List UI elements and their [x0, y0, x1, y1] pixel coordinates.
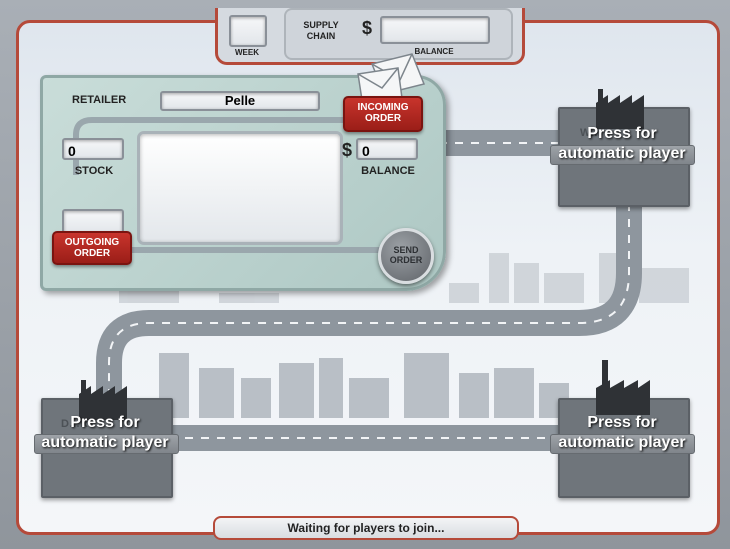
chain-balance-label: BALANCE — [414, 47, 454, 56]
player-name-field: Pelle — [160, 91, 320, 111]
week-field — [229, 15, 267, 47]
supply-chain-label: SUPPLY CHAIN — [303, 20, 339, 41]
outgoing-order-label: OUTGOING ORDER — [52, 231, 132, 265]
balance-field: 0 — [356, 138, 418, 160]
balance-currency-symbol: $ — [342, 140, 353, 160]
automatic-player-button[interactable]: Press for automatic player — [558, 414, 686, 451]
skyline-front — [159, 353, 569, 418]
node-bar — [550, 145, 695, 165]
mail-envelope-icon — [357, 53, 426, 101]
currency-symbol: $ — [362, 18, 373, 38]
node-bar — [550, 434, 695, 454]
week-label: WEEK — [235, 48, 259, 57]
balance-label: BALANCE — [361, 165, 415, 177]
factory-icon — [596, 89, 644, 129]
role-label: RETAILER — [72, 94, 127, 106]
message-display — [137, 131, 343, 245]
role-label-partial: W… — [580, 127, 602, 139]
automatic-player-button[interactable]: Press for automatic player — [558, 125, 686, 162]
factory-icon — [79, 380, 127, 420]
node-bar — [34, 434, 179, 454]
factory-icon — [596, 360, 650, 415]
automatic-player-button[interactable]: Press for automatic player — [41, 414, 169, 451]
role-label-partial: D…R — [61, 418, 88, 430]
skyline-back — [119, 253, 689, 303]
incoming-order-button[interactable]: INCOMING ORDER — [343, 96, 423, 132]
chain-balance-field — [380, 16, 490, 44]
send-order-button[interactable]: SEND ORDER — [378, 228, 434, 284]
stock-field: 0 — [62, 138, 124, 160]
send-order-label: SEND ORDER — [389, 245, 423, 265]
stock-label: STOCK — [74, 165, 114, 177]
status-bar: Waiting for players to join... — [213, 516, 519, 540]
scenery — [96, 130, 689, 451]
road-markings — [108, 142, 630, 439]
